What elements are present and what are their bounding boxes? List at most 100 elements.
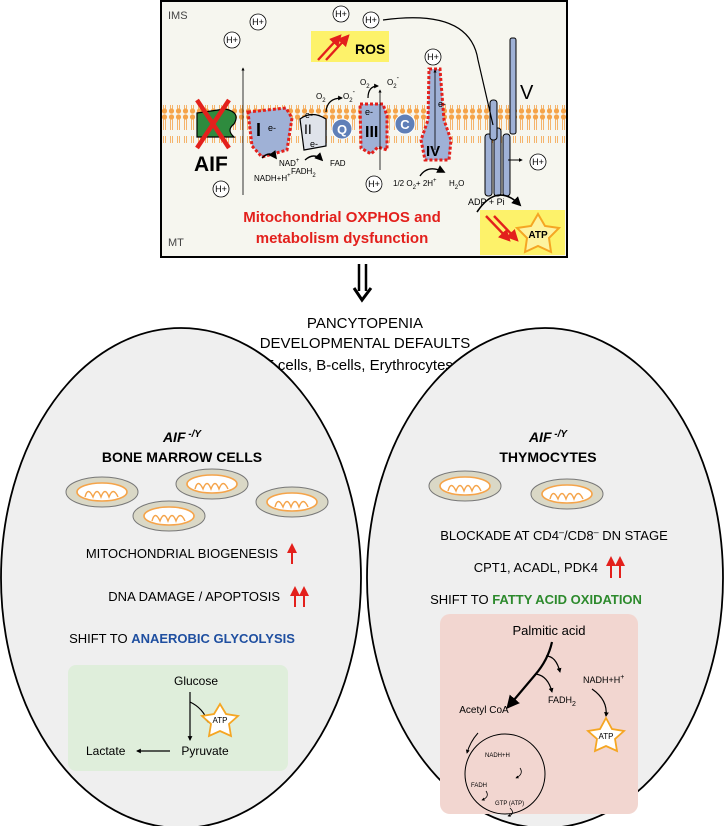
atp-label: ATP bbox=[528, 230, 548, 241]
ubiquinone bbox=[331, 118, 353, 140]
lactate-label: Lactate bbox=[86, 744, 126, 758]
fao-atp-label: ATP bbox=[599, 732, 614, 741]
glycolysis-atp-label: ATP bbox=[213, 716, 228, 725]
tca-output-arrow bbox=[507, 807, 513, 817]
genotype-label: AIF -/Y bbox=[162, 429, 202, 445]
glucose-label: Glucose bbox=[174, 674, 218, 688]
atp-star-icon bbox=[585, 716, 627, 753]
water-reaction-label: 1/2 O2+ 2H+ bbox=[393, 178, 437, 191]
cell-type-title: BONE MARROW CELLS bbox=[102, 449, 262, 465]
atp-star-icon bbox=[514, 212, 562, 254]
dysfunction-line1: Mitochondrial OXPHOS and bbox=[243, 209, 441, 226]
affected-cells-label: (T-cells, B-cells, Erythrocytes...) bbox=[260, 357, 471, 374]
thymocytes-oval: AIF -/Y THYMOCYTES BLOCKADE AT CD4–/CD8–… bbox=[366, 327, 724, 829]
complex-v bbox=[484, 37, 517, 197]
proton-label: H+ bbox=[368, 179, 380, 189]
o2-label: O2 bbox=[360, 78, 370, 90]
oxphos-panel: IMS MT H+ H+ H+ H+ H+ H+ H+ H+ ROS bbox=[160, 0, 568, 258]
palmitic-acid-label: Palmitic acid bbox=[513, 623, 586, 638]
nadh-to-atp-arrow bbox=[591, 688, 609, 717]
fadh2-label: FADH2 bbox=[291, 167, 316, 179]
genotype-label: AIF -/Y bbox=[528, 429, 568, 445]
ros-label: ROS bbox=[355, 41, 385, 57]
ros-up-arrow bbox=[325, 34, 350, 61]
atp-down-arrow bbox=[493, 215, 519, 242]
o2-label: O2 bbox=[316, 92, 326, 104]
fadh2-branch bbox=[535, 673, 554, 693]
water-arrow bbox=[419, 165, 446, 177]
proton-icon bbox=[362, 11, 380, 29]
complex-ii bbox=[299, 113, 327, 151]
mitochondrion-icon bbox=[428, 470, 502, 502]
tca-gtp-label: GTP (ATP) bbox=[495, 801, 524, 807]
proton-icon bbox=[424, 48, 442, 66]
oxygen-reduction-arrow bbox=[367, 83, 379, 99]
mitochondrion-icon bbox=[65, 476, 139, 508]
mitochondrion-icon bbox=[175, 468, 249, 500]
q-label: Q bbox=[337, 122, 347, 137]
pancytopenia-label: PANCYTOPENIA bbox=[307, 315, 423, 332]
dna-damage-label: DNA DAMAGE / APOPTOSIS bbox=[108, 589, 280, 604]
complex-iii-label: III bbox=[365, 124, 378, 141]
atp-synthesis-arrow bbox=[476, 194, 522, 213]
atp-down-arrow bbox=[485, 215, 511, 242]
proton-label: H+ bbox=[226, 35, 238, 45]
proton-icon bbox=[365, 175, 383, 193]
aif-label: AIF bbox=[194, 153, 228, 176]
complex-i-label: I bbox=[256, 120, 261, 140]
nadh-label: NADH+H+ bbox=[254, 173, 291, 183]
nadh-arrow bbox=[261, 150, 278, 160]
mitochondrion-icon bbox=[530, 478, 604, 510]
complex-iv-label: IV bbox=[426, 143, 440, 160]
fao-fadh2-label: FADH2 bbox=[548, 695, 576, 708]
fao-nadh-label: NADH+H+ bbox=[583, 674, 624, 685]
fadh2-arrow bbox=[304, 152, 324, 162]
acetyl-coa-label: Acetyl CoA bbox=[459, 705, 509, 716]
biogenesis-label: MITOCHONDRIAL BIOGENESIS bbox=[86, 546, 278, 561]
proton-label: H+ bbox=[427, 52, 439, 62]
tca-nadh-label: NADH+H bbox=[485, 753, 510, 759]
proton-label: H+ bbox=[365, 15, 377, 25]
proton-flow-arrow bbox=[382, 17, 494, 126]
proton-icon bbox=[529, 153, 547, 171]
tca-output-arrow bbox=[515, 767, 522, 779]
atp-star-icon bbox=[199, 702, 241, 738]
proton-label: H+ bbox=[532, 157, 544, 167]
mt-label: MT bbox=[168, 237, 184, 249]
ros-box bbox=[311, 31, 389, 62]
proton-label: H+ bbox=[335, 9, 347, 19]
proton-icon bbox=[212, 180, 230, 198]
nadh-branch bbox=[545, 655, 562, 673]
electron-label: e- bbox=[365, 107, 373, 117]
proton-label: H+ bbox=[215, 184, 227, 194]
mitochondrion-icon bbox=[255, 486, 329, 518]
dysfunction-line2: metabolism dysfunction bbox=[256, 230, 429, 247]
cytochrome-c bbox=[394, 113, 416, 135]
gene-upregulation-label: CPT1, ACADL, PDK4 bbox=[474, 560, 598, 575]
shift-fao-label: SHIFT TO FATTY ACID OXIDATION bbox=[430, 592, 642, 607]
glycolysis-box bbox=[68, 665, 288, 771]
pyruvate-label: Pyruvate bbox=[181, 744, 229, 758]
cell-type-title: THYMOCYTES bbox=[499, 449, 596, 465]
proton-icon bbox=[223, 31, 241, 49]
proton-icon bbox=[332, 5, 350, 23]
adp-label: ADP + Pi bbox=[468, 197, 505, 207]
superoxide-label: O2- bbox=[387, 75, 400, 90]
electron-label: e- bbox=[438, 99, 446, 109]
developmental-defaults-label: DEVELOPMENTAL DEFAULTS bbox=[260, 335, 471, 352]
ims-label: IMS bbox=[168, 10, 188, 22]
shift-glycolysis-label: SHIFT TO ANAEROBIC GLYCOLYSIS bbox=[69, 631, 295, 646]
tca-cycle-arrow bbox=[465, 732, 479, 754]
tca-fadh2-label: FADH bbox=[471, 783, 487, 789]
nad-label: NAD+ bbox=[279, 158, 300, 168]
tca-output-arrow bbox=[481, 790, 488, 801]
tca-cycle bbox=[464, 733, 546, 815]
beta-oxidation-path bbox=[506, 641, 554, 710]
complex-i bbox=[246, 106, 294, 159]
proton-group: H+ H+ H+ H+ H+ H+ H+ H+ bbox=[212, 5, 547, 198]
oxygen-reduction-arrow bbox=[325, 95, 343, 113]
fao-box bbox=[440, 614, 638, 814]
proton-label: H+ bbox=[252, 17, 264, 27]
electron-label: e- bbox=[310, 139, 318, 149]
